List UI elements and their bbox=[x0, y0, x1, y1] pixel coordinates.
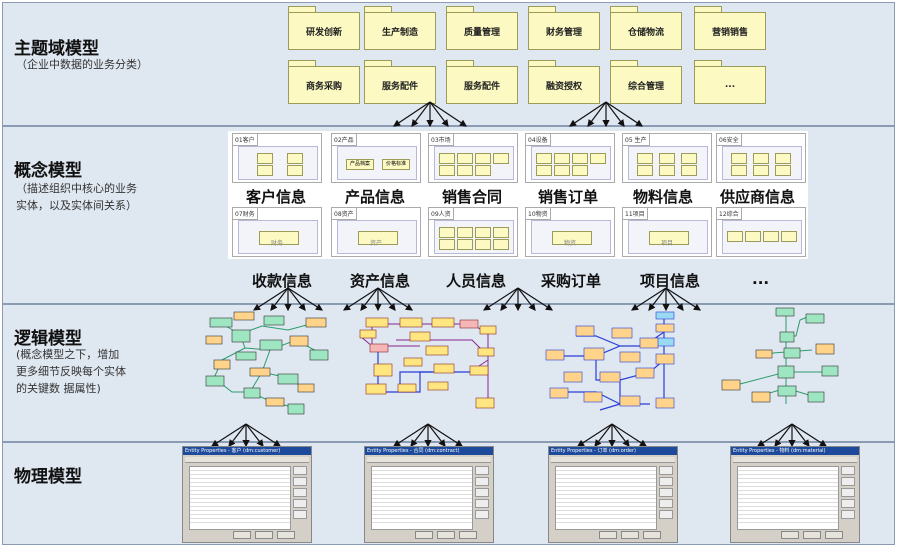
fan-arrow bbox=[393, 101, 467, 128]
layer-title-conceptual: 概念模型 bbox=[14, 161, 82, 181]
layer-title-subject: 主题域模型 bbox=[14, 39, 99, 59]
folder-icon: 服务配件 bbox=[446, 60, 518, 104]
fan-arrow bbox=[756, 423, 828, 448]
folder-icon: 融资授权 bbox=[528, 60, 600, 104]
fan-arrow bbox=[569, 101, 643, 128]
concept-label: 销售订单 bbox=[538, 188, 599, 206]
concept-label: 人员信息 bbox=[446, 272, 507, 290]
folder-icon: ... bbox=[694, 60, 766, 104]
folder-icon: 综合管理 bbox=[610, 60, 682, 104]
fan-arrow bbox=[392, 423, 464, 448]
layer-desc-conceptual: （描述组织中核心的业务 实体，以及实体间关系） bbox=[16, 182, 137, 212]
entity-properties-window: Entity Properties - 订单 (dm:order) bbox=[548, 446, 678, 543]
folder-icon: 研发创新 bbox=[288, 6, 360, 50]
folder-icon: 质量管理 bbox=[446, 6, 518, 50]
layer-title-physical: 物理模型 bbox=[14, 467, 82, 487]
fan-arrows bbox=[210, 101, 828, 448]
folder-icon: 服务配件 bbox=[364, 60, 436, 104]
concept-box: 05 生产 bbox=[622, 133, 712, 183]
er-diagram bbox=[545, 311, 675, 411]
folder-icon: 财务管理 bbox=[528, 6, 600, 50]
concept-label: ... bbox=[752, 270, 770, 288]
fan-arrow bbox=[576, 423, 648, 448]
er-diagram bbox=[721, 307, 839, 404]
concept-label: 客户信息 bbox=[246, 188, 307, 206]
concept-box: 12综合 bbox=[716, 207, 806, 257]
folder-icon: 生产制造 bbox=[364, 6, 436, 50]
fan-arrow bbox=[630, 287, 702, 312]
concept-box: 02产品产品档案价格标准 bbox=[331, 133, 421, 183]
folder-icon: 营销销售 bbox=[694, 6, 766, 50]
concept-label: 物料信息 bbox=[633, 188, 694, 206]
concept-box: 04设备 bbox=[525, 133, 615, 183]
er-diagram bbox=[205, 311, 329, 415]
folder-icon: 仓储物流 bbox=[610, 6, 682, 50]
concept-box: 11项目项目 bbox=[622, 207, 712, 257]
folder-icon: 商务采购 bbox=[288, 60, 360, 104]
concept-label: 项目信息 bbox=[640, 272, 701, 290]
concept-label: 资产信息 bbox=[350, 272, 411, 290]
layer-title-logical: 逻辑模型 bbox=[14, 329, 82, 349]
concept-box: 08资产资产 bbox=[331, 207, 421, 257]
concept-box: 06安全 bbox=[716, 133, 806, 183]
entity-properties-window: Entity Properties - 物料 (dm:material) bbox=[730, 446, 860, 543]
fan-arrow bbox=[342, 287, 414, 312]
layer-desc-logical: (概念模型之下，增加 更多细节反映每个实体 的关键数 据属性) bbox=[16, 348, 126, 395]
concept-box: 07财务财务 bbox=[232, 207, 322, 257]
concept-box: 01客户 bbox=[232, 133, 322, 183]
concept-label: 采购订单 bbox=[541, 272, 602, 290]
concept-box: 10物资物资 bbox=[525, 207, 615, 257]
entity-properties-window: Entity Properties - 客户 (dm:customer) bbox=[182, 446, 312, 543]
concept-label: 产品信息 bbox=[345, 188, 406, 206]
er-diagram bbox=[359, 317, 497, 409]
fan-arrow bbox=[482, 287, 554, 312]
fan-arrow bbox=[210, 423, 282, 448]
layer-desc-subject: （企业中数据的业务分类） bbox=[16, 58, 148, 71]
concept-label: 收款信息 bbox=[252, 272, 313, 290]
concept-box: 03市场 bbox=[428, 133, 518, 183]
fan-arrow bbox=[252, 287, 324, 312]
concept-box: 09人资 bbox=[428, 207, 518, 257]
entity-properties-window: Entity Properties - 合同 (dm:contract) bbox=[364, 446, 494, 543]
concept-label: 销售合同 bbox=[442, 188, 503, 206]
concept-label: 供应商信息 bbox=[720, 188, 796, 206]
